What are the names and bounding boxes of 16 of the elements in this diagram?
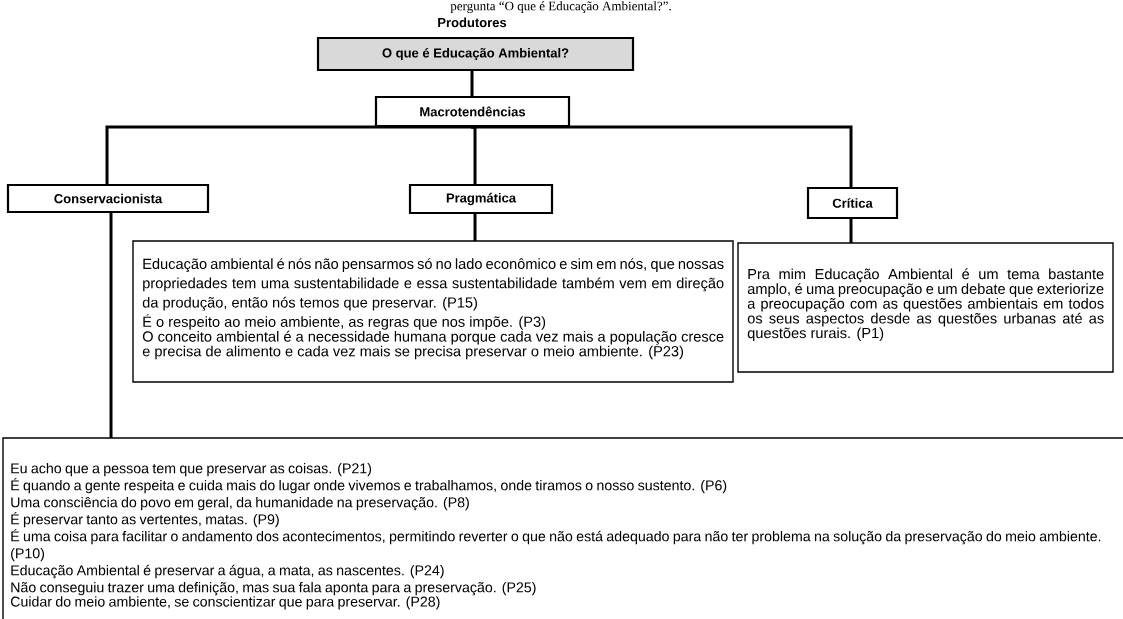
connector-line [109, 212, 113, 438]
connector-line [473, 213, 477, 241]
connector-line [470, 70, 474, 97]
category-box: Conservacionista [6, 183, 210, 214]
category-box: Macrotendências [374, 95, 571, 128]
category-box: O que é Educação Ambiental? [316, 36, 635, 72]
quote-box: Eu acho que a pessoa tem que preservar as coisas. (P21) É quando a gente respeita e cuida mais do lugar onde vivemos e trabalhamos, onde tiramos o nosso sustento. (P6) Uma consciência do povo em geral, da humanidade na preservação. (P8) É preservar tanto as vertentes, matas. (P9) É uma coisa para facilitar o andamento dos acontecimentos, permitindo reverter o que não está adequado para não ter problema na solução da preservação do meio ambiente. (P10) Educação Ambiental é preservar a água, a mata, as nascentes. (P24) Não conseguiu trazer uma definição, mas sua fala aponta para a preservação. (P25) Cuidar do meio ambiente, se conscientizar que para preservar. (P28) [2, 437, 1123, 619]
category-box: Pragmática [408, 183, 554, 215]
connector-line [105, 124, 474, 185]
connector-line [849, 218, 853, 243]
caption: pergunta “O que é Educação Ambiental?”. [450, 1, 671, 14]
category-box: Crítica [806, 186, 899, 220]
quote-box: Educação ambiental é nós não pensarmos só no lado econômico e sim em nós, que nossas propriedades tem uma sustentabilidade e essa sustentabilidade também vem em direção da produção, então nós temos que preservar. (P15) É o respeito ao meio ambiente, as regras que nos impõe. (P3) O conceito ambiental é a necessidade humana porque cada vez mais a população cresce e precisa de alimento e cada vez mais se precisa preservar o meio ambiente. (P23) [132, 240, 734, 383]
connector-line [471, 124, 853, 188]
quote-box: Pra mim Educação Ambiental é um tema bastante amplo, é uma preocupação e um debate que exteriorize a preocupação com as questões ambientais em todos os seus aspectos desde as questões urbanas até as questões rurais. (P1) [737, 242, 1114, 373]
heading: Produtores [438, 17, 507, 28]
